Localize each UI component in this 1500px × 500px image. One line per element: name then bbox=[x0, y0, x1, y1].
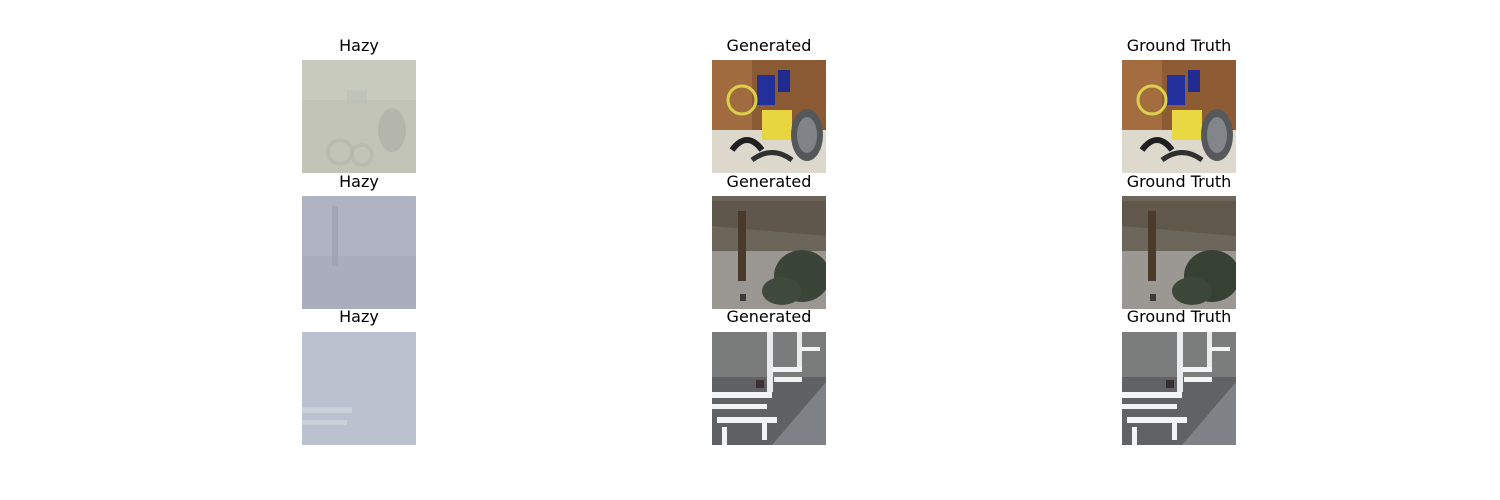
image-row3-generated bbox=[712, 332, 826, 445]
title-row3-generated: Generated bbox=[726, 307, 812, 326]
title-row2-ground-truth: Ground Truth bbox=[1126, 172, 1232, 191]
title-row3-hazy: Hazy bbox=[339, 307, 379, 326]
title-row1-generated: Generated bbox=[726, 36, 812, 55]
title-row1-ground-truth: Ground Truth bbox=[1126, 36, 1232, 55]
image-row2-ground-truth bbox=[1122, 196, 1236, 309]
title-row1-hazy: Hazy bbox=[339, 36, 379, 55]
image-row1-generated bbox=[712, 60, 826, 173]
image-row2-hazy bbox=[302, 196, 416, 309]
title-row3-ground-truth: Ground Truth bbox=[1126, 307, 1232, 326]
title-row2-generated: Generated bbox=[726, 172, 812, 191]
title-row2-hazy: Hazy bbox=[339, 172, 379, 191]
image-row3-ground-truth bbox=[1122, 332, 1236, 445]
image-row1-ground-truth bbox=[1122, 60, 1236, 173]
image-row2-generated bbox=[712, 196, 826, 309]
image-row1-hazy bbox=[302, 60, 416, 173]
image-row3-hazy bbox=[302, 332, 416, 445]
